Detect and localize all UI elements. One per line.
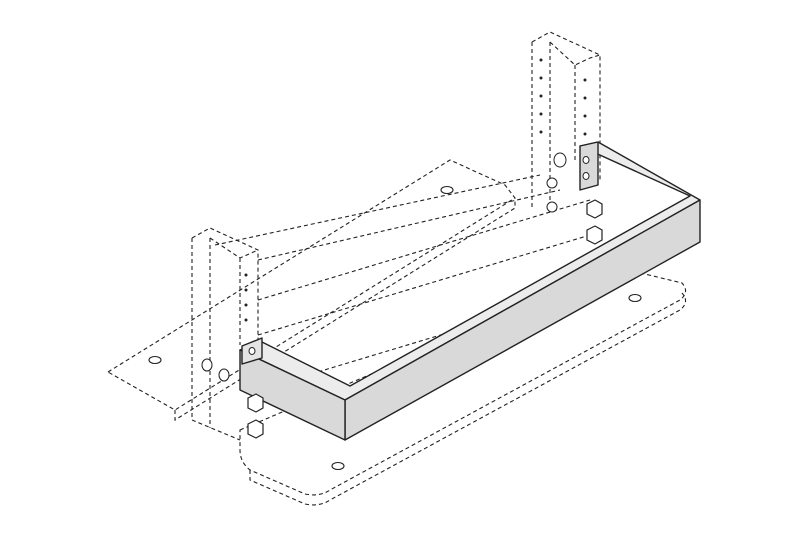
u-bracket: [239, 141, 701, 441]
left-rack-upright: [191, 227, 259, 441]
base-plate-front: [239, 267, 687, 506]
base-holes: [148, 185, 642, 471]
right-rack-upright: [531, 31, 601, 213]
hex-bolts: [247, 199, 603, 439]
base-plate-rear: [106, 159, 516, 421]
